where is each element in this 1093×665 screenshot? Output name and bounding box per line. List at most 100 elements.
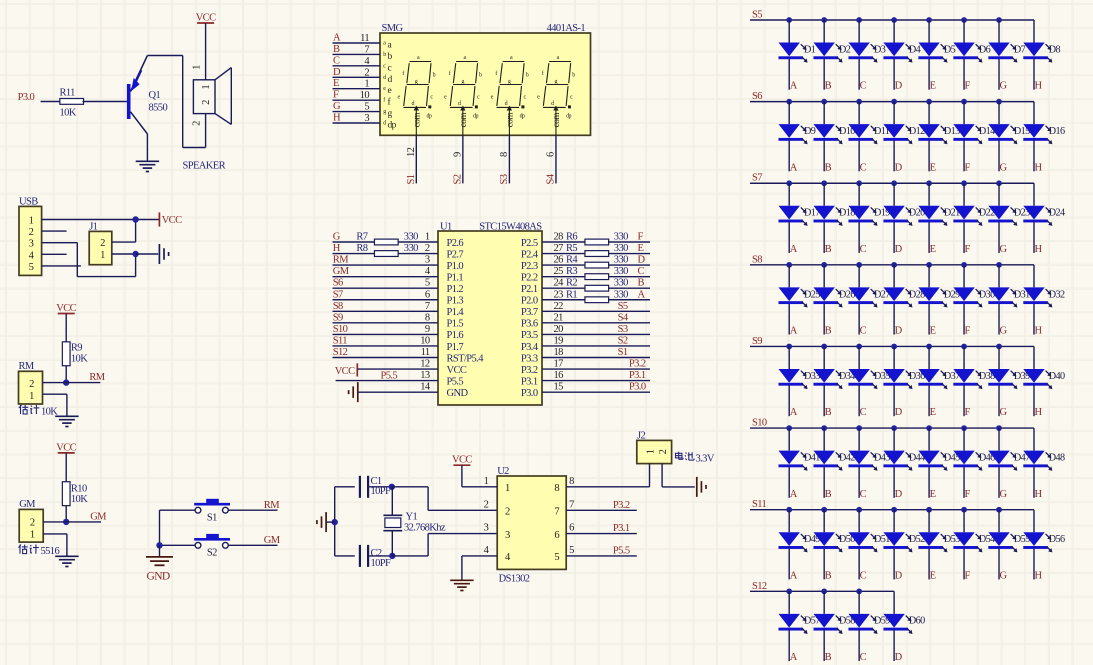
svg-text:J2: J2 [637, 431, 645, 442]
svg-text:H: H [1034, 489, 1042, 500]
svg-text:D58: D58 [839, 616, 855, 627]
svg-text:G: G [333, 232, 341, 243]
svg-text:VCC: VCC [56, 442, 76, 453]
svg-text:D23: D23 [1014, 208, 1030, 219]
svg-text:D1: D1 [804, 44, 816, 55]
svg-text:D12: D12 [909, 126, 925, 137]
svg-text:a: a [383, 41, 386, 47]
svg-text:D33: D33 [804, 371, 820, 382]
svg-text:1: 1 [505, 483, 510, 494]
svg-text:4: 4 [505, 552, 511, 563]
svg-text:g: g [508, 79, 511, 85]
svg-text:P3.0: P3.0 [521, 388, 538, 399]
svg-text:B: B [825, 162, 832, 173]
svg-text:dp: dp [388, 121, 397, 131]
svg-text:D44: D44 [909, 453, 925, 464]
svg-text:GND: GND [147, 571, 170, 583]
svg-text:2: 2 [484, 499, 489, 510]
svg-text:VCC: VCC [196, 13, 216, 24]
svg-text:18: 18 [554, 347, 564, 358]
svg-text:10PF: 10PF [371, 486, 392, 497]
svg-text:d: d [388, 75, 393, 85]
svg-text:VCC: VCC [56, 303, 76, 314]
svg-text:D39: D39 [1014, 371, 1030, 382]
svg-text:c: c [570, 95, 573, 101]
svg-text:e: e [537, 95, 540, 101]
svg-text:STC15W408AS: STC15W408AS [479, 222, 542, 233]
svg-text:P3.0: P3.0 [629, 382, 646, 393]
svg-text:D52: D52 [909, 534, 925, 545]
svg-text:B: B [825, 81, 832, 92]
svg-text:d: d [383, 75, 386, 81]
svg-text:H: H [1034, 81, 1042, 92]
svg-text:E: E [930, 244, 936, 255]
svg-text:S11: S11 [333, 335, 347, 346]
svg-text:C: C [860, 489, 867, 500]
svg-text:4401AS-1: 4401AS-1 [547, 23, 586, 34]
svg-text:com: com [459, 112, 469, 128]
svg-text:B: B [825, 489, 832, 500]
svg-text:RM: RM [89, 372, 105, 383]
svg-text:S9: S9 [333, 312, 343, 323]
svg-text:24: 24 [554, 278, 565, 289]
svg-text:R4: R4 [566, 255, 578, 266]
svg-text:E: E [930, 489, 936, 500]
svg-text:E: E [930, 162, 936, 173]
svg-text:1: 1 [192, 65, 203, 70]
svg-text:R9: R9 [71, 343, 82, 354]
svg-text:S5: S5 [752, 10, 762, 21]
svg-text:12: 12 [406, 147, 417, 157]
svg-text:P2.2: P2.2 [521, 272, 538, 283]
svg-text:330: 330 [614, 289, 628, 300]
svg-text:D4: D4 [909, 44, 921, 55]
svg-text:D22: D22 [979, 208, 995, 219]
svg-text:a: a [417, 55, 420, 61]
svg-text:F: F [965, 407, 971, 418]
svg-text:D48: D48 [1049, 453, 1065, 464]
svg-text:A: A [790, 162, 798, 173]
svg-text:25: 25 [554, 266, 564, 277]
svg-text:E: E [930, 326, 936, 337]
svg-text:7: 7 [554, 507, 559, 518]
svg-text:22: 22 [554, 301, 564, 312]
svg-text:E: E [930, 570, 936, 581]
svg-text:15: 15 [554, 382, 564, 393]
svg-text:S3: S3 [618, 324, 628, 335]
svg-text:S2: S2 [618, 335, 628, 346]
svg-text:C: C [860, 652, 867, 663]
svg-text:A: A [790, 570, 798, 581]
svg-text:g: g [461, 79, 464, 85]
svg-text:GM: GM [264, 535, 281, 546]
svg-text:4: 4 [29, 250, 35, 261]
svg-text:S2: S2 [207, 548, 217, 559]
svg-text:7: 7 [364, 44, 369, 55]
svg-text:H: H [333, 113, 341, 124]
svg-text:2: 2 [192, 121, 203, 126]
svg-text:D31: D31 [1014, 289, 1030, 300]
svg-text:R7: R7 [356, 232, 367, 243]
svg-text:6: 6 [545, 152, 556, 157]
svg-text:D9: D9 [804, 126, 816, 137]
svg-text:330: 330 [404, 243, 418, 254]
svg-text:3.3V: 3.3V [696, 454, 715, 465]
svg-text:1: 1 [484, 476, 489, 487]
svg-text:330: 330 [614, 278, 628, 289]
svg-text:VCC: VCC [447, 365, 467, 376]
svg-text:S5: S5 [618, 301, 628, 312]
svg-text:C2: C2 [371, 548, 382, 559]
svg-text:e: e [444, 95, 447, 101]
svg-text:10K: 10K [71, 354, 88, 365]
svg-text:P3.5: P3.5 [521, 330, 538, 341]
svg-text:D: D [895, 489, 903, 500]
svg-text:6: 6 [569, 523, 574, 534]
svg-text:D53: D53 [944, 534, 960, 545]
svg-text:P5.5: P5.5 [613, 545, 630, 556]
svg-text:D: D [895, 244, 903, 255]
svg-text:D29: D29 [944, 289, 960, 300]
svg-text:10: 10 [420, 335, 430, 346]
svg-text:3: 3 [29, 239, 34, 250]
svg-text:f: f [449, 70, 451, 77]
svg-text:6: 6 [425, 289, 430, 300]
svg-text:f: f [383, 97, 385, 104]
svg-text:21: 21 [554, 312, 564, 323]
